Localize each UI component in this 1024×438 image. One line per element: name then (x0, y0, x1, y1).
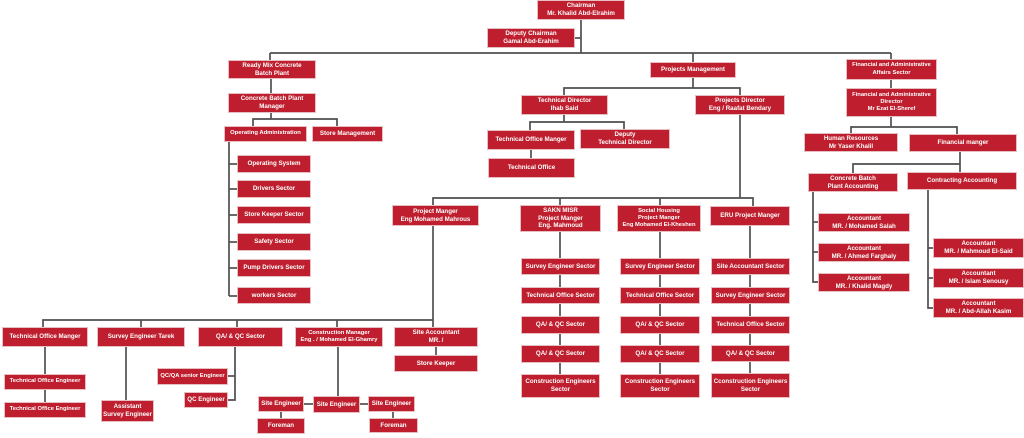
node-contracting-accounting: Contracting Accounting (907, 172, 1017, 190)
node-deputy-technical-director: Deputy Technical Director (580, 129, 670, 149)
node-project-manger-mahrous: Project Manger Eng Mohamed Mahrous (392, 205, 479, 226)
node-store-keeper: Store Keeper (394, 355, 478, 372)
node-foreman-2: Foreman (369, 418, 418, 433)
node-site-engineer-2: Site Engineer (313, 396, 360, 413)
node-eru-technical-office-sector: Technical Office Sector (711, 316, 790, 334)
node-store-management: Store Management (312, 126, 383, 142)
node-store-keeper-sector: Store Keeper Sector (237, 206, 311, 224)
node-foreman-1: Foreman (257, 418, 305, 434)
node-social-qa-qc-sector-1: QA/ & QC Sector (620, 316, 700, 334)
node-concrete-batch-plant-manager: Concrete Batch Plant Manager (228, 93, 316, 113)
node-accountant-mohamed-salah: Accountant MR. / Mohamed Salah (818, 213, 910, 232)
node-accountant-ahmed-farghaly: Accountant MR. / Ahmed Farghaly (818, 243, 910, 262)
node-survey-engineer-tarek: Survey Engineer Tarek (97, 327, 185, 347)
node-social-construction-engineers-sector: Construction Engineers Sector (620, 374, 700, 398)
node-social-qa-qc-sector-2: QA/ & QC Sector (620, 345, 700, 363)
node-qc-qa-senior-engineer: QC/QA senior Engineer (157, 368, 228, 385)
node-social-survey-engineer-sector: Survey Engineer Sector (620, 258, 700, 275)
node-construction-manager: Construction Manager Eng . / Mohamed El-… (295, 327, 383, 347)
edge-contracting-spine (927, 190, 933, 309)
node-social-technical-office-sector: Technical Office Sector (620, 287, 700, 304)
node-qa-qc-sector-bottom: QA/ & QC Sector (198, 327, 283, 347)
node-technical-office: Technical Office (488, 158, 575, 178)
node-sakn-construction-engineers-sector: Construction Engineers Sector (521, 374, 600, 398)
node-technical-office-manger-bottom: Technical Office Manger (2, 327, 88, 347)
node-workers-sector: workers Sector (237, 287, 311, 304)
node-assistant-survey-engineer: Assistant Survey Engineer (101, 400, 154, 422)
node-chairman: Chairman Mr. Khalid Abd-Elrahim (537, 0, 625, 20)
node-site-accountant: Site Accountant MR. / (394, 327, 478, 347)
edge-cb-accounting-spine (812, 192, 818, 283)
node-qc-engineer: QC Engineer (184, 392, 228, 408)
node-technical-office-engineer-2: Technical Office Engineer (4, 402, 86, 418)
node-sakn-qa-qc-sector-2: QA/ & QC Sector (521, 345, 600, 363)
edge-tech-director-children (529, 121, 625, 130)
node-financial-administrative-director: Financial and Administrative Director Mr… (846, 88, 937, 117)
node-projects-director: Projects Director Eng / Raafat Bendary (695, 95, 785, 115)
node-sakn-technical-office-sector: Technical Office Sector (521, 287, 600, 304)
node-eru-survey-engineer-sector: Survey Engineer Sector (711, 287, 790, 304)
node-technical-director: Technical Director Ihab Said (521, 95, 608, 115)
edge-pm-row-rail (432, 197, 754, 206)
node-accountant-abd-allah-kasim: Accountant MR. / Abd-Allah Kasim (933, 298, 1024, 318)
node-projects-management: Projects Management (650, 62, 736, 78)
node-concrete-batch-plant-accounting: Concrete Batch Plant Accounting (808, 173, 898, 192)
edge-bottom-rail (42, 319, 433, 327)
node-accountant-mahmoud-el-said: Accountant MR. / Mahmoud El-Said (933, 238, 1024, 258)
node-deputy-chairman: Deputy Chairman Gamal Abd-Erahim (487, 28, 575, 48)
node-technical-office-manger-mid: Technical Office Manger (487, 130, 575, 150)
node-eru-project-manger: ERU Project Manger (710, 206, 790, 226)
node-drivers-sector: Drivers Sector (237, 180, 311, 198)
node-operating-administration: Operating Administration (224, 126, 307, 142)
node-sakn-misr-project-manger: SAKN MISR Project Manger Eng. Mahmoud (520, 205, 601, 232)
edge-manager-children (252, 118, 338, 126)
node-site-engineer-1: Site Engineer (258, 396, 304, 412)
node-financial-manger: Financial manger (909, 134, 1017, 152)
node-social-housing-project-manger: Social Housing Project Manger Eng Mohame… (617, 205, 701, 232)
node-human-resources: Human Resources Mr Yaser Khalil (804, 133, 898, 152)
node-sakn-qa-qc-sector-1: QA/ & QC Sector (521, 316, 600, 334)
edge-qaqc-branch (228, 347, 236, 401)
edge-projects-mgmt-children (563, 87, 741, 95)
node-accountant-islam-senousy: Accountant MR. / Islam Senousy (933, 268, 1024, 288)
node-accountant-khalid-magdy: Accountant MR. / Khalid Magdy (818, 273, 910, 292)
edge-fin-director-children (850, 126, 958, 134)
node-ready-mix-concrete-batch-plant: Ready Mix Concrete Batch Plant (228, 60, 316, 79)
node-eru-qa-qc-sector: QA/ & QC Sector (711, 345, 790, 362)
node-pump-drivers-sector: Pump Drivers Sector (237, 259, 311, 277)
node-safety-sector: Safety Sector (237, 233, 311, 251)
node-site-engineer-3: Site Engineer (368, 396, 415, 412)
node-technical-office-engineer-1: Technical Office Engineer (4, 374, 86, 390)
node-financial-administrative-affairs-sector: Financial and Administrative Affairs Sec… (846, 59, 937, 80)
node-eru-site-accountant-sector: Site Accountant Sector (711, 258, 790, 275)
node-sakn-survey-engineer-sector: Survey Engineer Sector (521, 258, 600, 275)
node-operating-system: Operating System (237, 155, 311, 173)
edge-fin-manger-left-child (852, 163, 960, 173)
node-eru-construction-engineers-sector: Cconstruction Engineers Sector (711, 373, 790, 398)
